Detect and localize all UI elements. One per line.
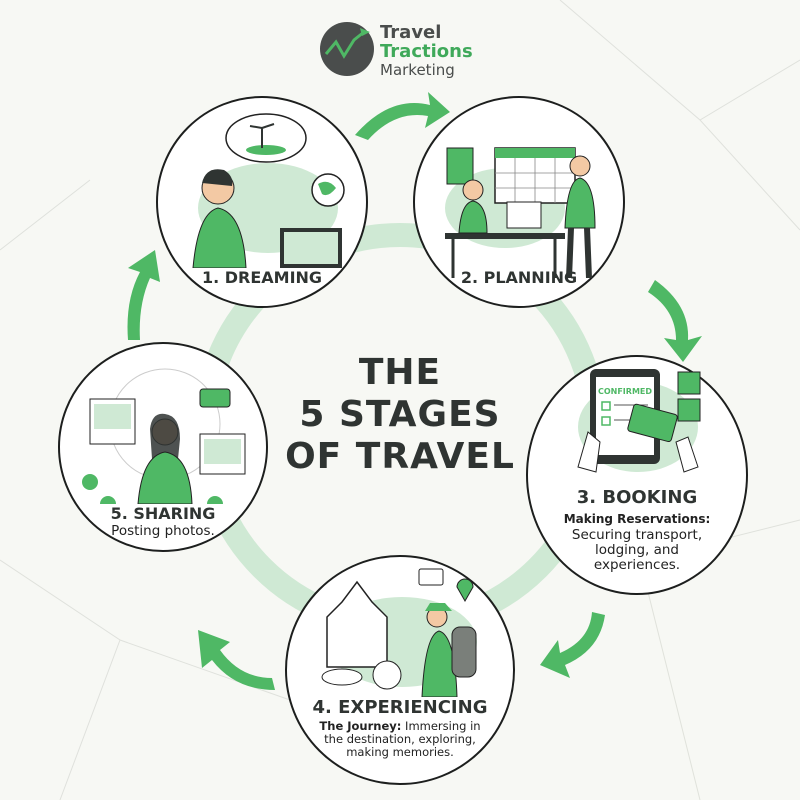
page-title: THE 5 STAGES OF TRAVEL (280, 352, 520, 478)
stage-planning: 2. PLANNING (413, 96, 625, 308)
stage-title: 1. DREAMING (201, 268, 323, 287)
arrow-planning-to-booking (648, 280, 702, 362)
stage-desc-text: Immersing in the destination, exploring,… (324, 719, 481, 759)
booking-illustration: CONFIRMED (577, 369, 701, 473)
stage-booking: CONFIRMED 3. BOOKING Making Reservations… (526, 355, 748, 595)
title-line-2: 5 STAGES (299, 394, 501, 435)
stage-experiencing: 4. EXPERIENCING The Journey: Immersing i… (285, 555, 515, 785)
title-line-1: THE (358, 352, 442, 393)
arrow-dreaming-to-planning (355, 92, 450, 140)
stage-desc: Posting photos. (111, 523, 215, 539)
sharing-illustration (82, 368, 246, 504)
stage-desc-label: Making Reservations: (563, 512, 711, 526)
food-icon (321, 668, 363, 686)
stage-desc: Securing transport, lodging, and experie… (571, 527, 703, 573)
plane-icon (677, 398, 701, 422)
planning-illustration (445, 147, 596, 278)
logo: Travel Tractions Marketing (318, 18, 488, 79)
logo-line-2: Tractions (380, 41, 473, 62)
experiencing-illustration (321, 568, 477, 697)
cycle-arrows (127, 92, 702, 690)
passport-icon (446, 147, 474, 185)
youtube-icon (207, 496, 223, 504)
stage-title: 2. PLANNING (460, 268, 578, 287)
arrow-experiencing-to-sharing (198, 630, 275, 690)
dreaming-illustration (192, 113, 345, 268)
stage-dreaming: 1. DREAMING (156, 96, 368, 308)
stage-desc: The Journey: Immersing in the destinatio… (317, 720, 483, 759)
stage-title: 3. BOOKING (576, 487, 698, 508)
stage-title: 4. EXPERIENCING (312, 697, 488, 718)
camera-icon (418, 568, 444, 586)
hotel-icon (677, 371, 701, 395)
credit-card-icon (627, 403, 678, 443)
stage-title: 5. SHARING (110, 504, 216, 523)
logo-line-3: Marketing (380, 61, 455, 79)
arrow-sharing-to-dreaming (127, 250, 160, 340)
globe-plane-icon (320, 22, 374, 76)
desk (445, 233, 565, 239)
backpack-icon (451, 626, 477, 678)
facebook-icon (82, 474, 98, 490)
twitter-icon (100, 496, 116, 504)
logo-line-1: Travel (380, 22, 442, 43)
confirmed-label: CONFIRMED (598, 387, 652, 396)
chat-bubble-icon (199, 388, 231, 408)
stage-desc-label: The Journey: (319, 719, 402, 733)
location-pin-icon (456, 578, 474, 603)
cathedral-icon (326, 580, 388, 668)
title-line-3: OF TRAVEL (285, 436, 515, 477)
stage-sharing: 5. SHARING Posting photos. (58, 342, 268, 552)
arrow-booking-to-experiencing (540, 612, 605, 678)
